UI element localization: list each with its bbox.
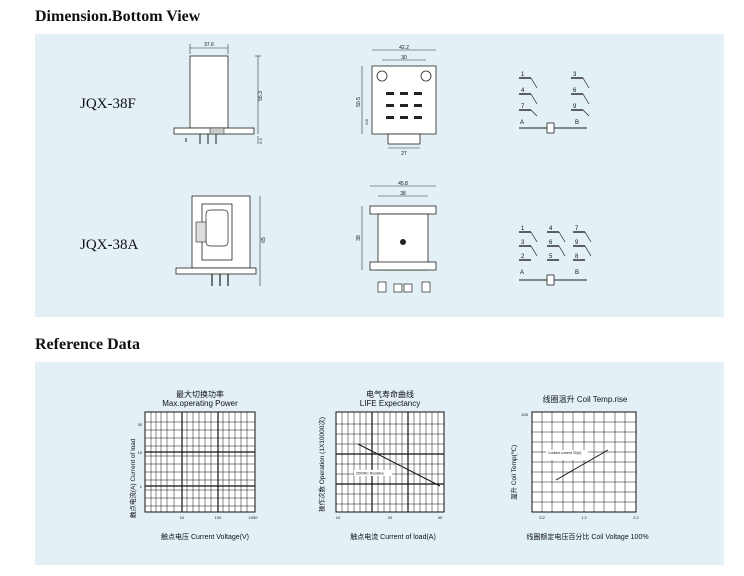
reference-section-title: Reference Data [35,336,140,353]
coil-label-b: B [575,270,579,276]
chart3-ylabel-cn: 温升 [511,487,518,500]
coil-label-b: B [575,120,579,126]
pin-label: 4 [549,226,553,232]
pin-label: 8 [575,254,579,260]
pin-label: 4 [521,88,525,94]
pin-label: 7 [521,104,525,110]
y-tick-label: 10 [138,450,143,455]
chart3-annotation: Contact current 30(A) [548,451,581,455]
x-tick-label: 40 [438,515,443,520]
chart2-ylabel-cn: 操作次数 [319,486,326,512]
chart1-title-cn: 最大切换功率 [176,390,224,399]
pin-label: 7 [575,226,579,232]
chart2-xlabel-cn: 触点电流 [350,534,379,541]
dim-base-label: 27 [401,151,407,157]
dim-outer-label: 42.2 [399,45,409,51]
pin-label: 9 [573,104,577,110]
chart3-xlabel: 线圈额定电压百分比 Coil Voltage 100% [505,532,670,542]
y-tick-label: 100 [521,412,528,417]
temp-rise-curve [555,449,609,481]
pin-label: 2 [521,254,525,260]
jqx38a-schematic: 1 3 2 4 6 5 7 9 8 A B [519,226,592,286]
x-tick-label: 0.2 [539,515,545,520]
y-tick-label: 1 [140,484,143,489]
chart3-grid: Contact current 30(A) 100 0.2 1.2 2.2 [521,411,640,520]
model-label-jqx38a: JQX-38A [80,237,139,253]
dimension-section-title: Dimension.Bottom View [35,8,201,25]
dim-inner-label: 30 [401,55,407,61]
dim-inner-label: 38 [400,191,406,197]
dim-pin-label: 6.3 [258,137,263,143]
chart1-ylabel: 触点电流(A) Current of load [127,439,137,518]
chart2-xlabel-en: Current of load(A) [380,534,436,541]
chart2-ylabel-en: Operation (1X10000次) [319,416,326,485]
jqx38f-bottom-view: 42.2 30 27 50.5 0.8 [356,45,437,157]
dim-outer-label: 45.8 [398,181,408,187]
x-tick-label: 10 [336,515,341,520]
pin-label: 6 [573,88,577,94]
model-label-jqx38f: JQX-38F [80,96,136,112]
x-tick-label: 100 [215,515,222,520]
pin-label: 1 [521,72,525,78]
jqx38a-side-view: 65 [175,195,267,286]
jqx38f-schematic: 1 4 7 3 6 9 A B [519,72,590,134]
x-tick-label: 1000 [249,515,259,520]
chart2-title-en: LIFE Expectancy [359,399,421,408]
chart3-title-en: Coil Temp.rise [576,395,628,404]
chart3-title-cn: 线圈温升 [542,395,575,404]
x-tick-label: 20 [388,515,393,520]
chart2-grid: 250VAC Resistive 10 20 40 [335,411,445,520]
chart3-xlabel-cn: 线圈额定电压百分比 [526,534,590,541]
dim-height-label: 38 [356,235,362,241]
coil-label-a: A [520,270,524,276]
chart1-xlabel-en: Current Voltage(V) [190,534,249,541]
chart2-ylabel: 操作次数 Operation (1X10000次) [316,417,326,512]
chart1-ylabel-cn: 触点电流(A) [130,483,137,518]
pin-label: 6 [549,240,553,246]
x-tick-label: 10 [180,515,185,520]
dim-height-label: 55.3 [258,91,264,101]
chart2-title-cn: 电气寿命曲线 [366,390,414,399]
jqx38f-side-view: 37.6 55.3 6.3 [173,42,264,144]
pin-label: 9 [575,240,579,246]
chart2-title: 电气寿命曲线 LIFE Expectancy [330,390,450,408]
chart1-grid: 30 10 1 10 100 1000 [138,411,259,520]
chart3-title: 线圈温升 Coil Temp.rise [520,395,650,404]
chart3-ylabel: 温升 Coil Temp(℃) [508,445,518,500]
chart2-annotation: 250VAC Resistive [356,472,384,476]
chart1-title: 最大切换功率 Max.operating Power [140,390,260,408]
coil-label-a: A [520,120,524,126]
dim-height-label: 65 [261,237,267,243]
y-tick-label: 30 [138,422,143,427]
chart1-ylabel-en: Current of load [130,438,137,482]
x-tick-label: 2.2 [633,515,639,520]
pin-label: 3 [573,72,577,78]
chart1-title-en: Max.operating Power [162,399,238,408]
pin-label: 1 [521,226,525,232]
chart2-xlabel: 触点电流 Current of load(A) [318,532,468,542]
chart3-xlabel-en: Coil Voltage 100% [591,534,649,541]
chart1-xlabel: 触点电压 Current Voltage(V) [130,532,280,542]
dim-height-label: 50.5 [356,97,362,107]
dim-small-label: 0.8 [364,118,369,124]
pin-label: 5 [549,254,553,260]
x-tick-label: 1.2 [581,515,587,520]
chart1-xlabel-cn: 触点电压 [161,534,190,541]
chart3-ylabel-en: Coil Temp(℃) [511,444,518,486]
pin-label: 3 [521,240,525,246]
dim-width-label: 37.6 [204,42,214,48]
jqx38a-bottom-view: 45.8 38 38 [356,181,437,293]
life-curve [357,443,441,487]
